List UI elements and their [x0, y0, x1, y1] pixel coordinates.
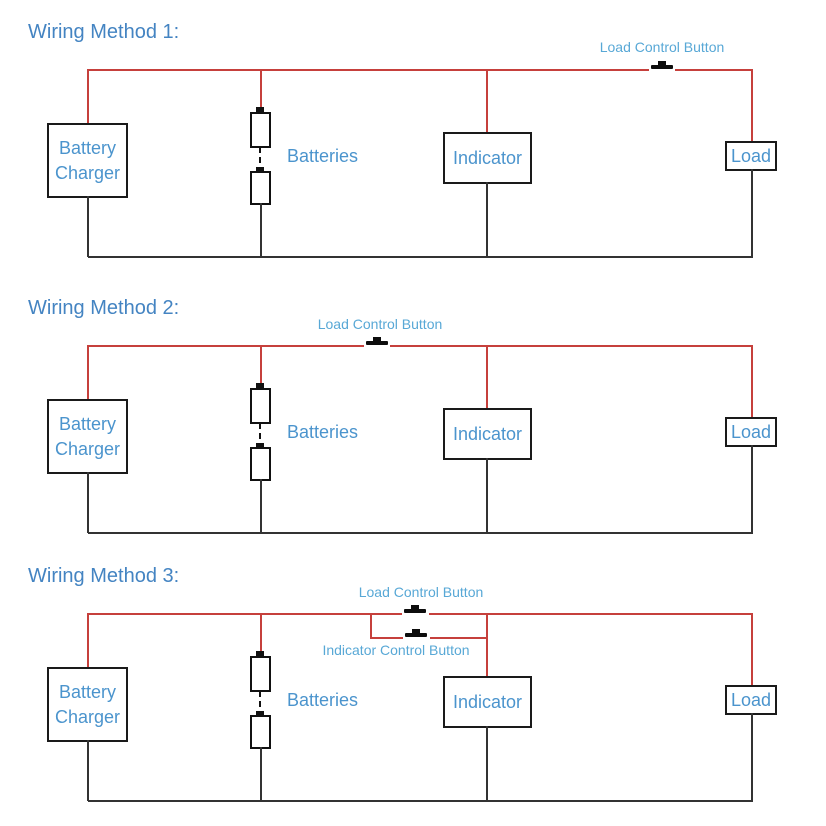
indicator-negative-wire [486, 726, 488, 801]
positive-wire-top-left-segment [88, 345, 364, 347]
load-negative-wire [751, 169, 753, 257]
load-label: Load [730, 421, 772, 442]
bypass-branch-right-segment [430, 637, 488, 639]
indicator-negative-wire [486, 458, 488, 533]
battery-cell-bottom [250, 715, 271, 749]
battery-dashed-connector [259, 423, 261, 449]
pushbutton-switch-icon [366, 341, 388, 345]
load-control-button-label: Load Control Button [599, 39, 725, 55]
battery-charger-positive-wire [87, 613, 89, 667]
load-positive-wire [751, 69, 753, 142]
batteries-label: Batteries [287, 422, 359, 442]
pushbutton-actuator-icon [658, 61, 666, 65]
section-title: Wiring Method 1: [28, 21, 180, 43]
pushbutton-actuator-icon [412, 629, 420, 633]
battery-terminal-nub [256, 711, 264, 716]
load-negative-wire [751, 713, 753, 801]
battery-charger-label-line1: Battery [58, 137, 117, 158]
indicator-box: Indicator [443, 676, 532, 728]
positive-wire-top-right-segment [675, 69, 753, 71]
battery-dashed-connector [259, 691, 261, 717]
battery-charger-box: Battery Charger [47, 667, 128, 742]
pushbutton-switch-icon [651, 65, 673, 69]
battery-charger-label-line2: Charger [54, 162, 121, 183]
load-box: Load [725, 141, 777, 171]
indicator-positive-wire [486, 345, 488, 408]
battery-charger-label-line1: Battery [58, 413, 117, 434]
load-negative-wire [751, 445, 753, 533]
battery-cell-bottom [250, 171, 271, 205]
batteries-label: Batteries [287, 690, 359, 710]
section-title: Wiring Method 3: [28, 565, 180, 587]
positive-wire-top-left-segment [88, 613, 402, 615]
wiring-method-1-section: Wiring Method 1: Load Control Button Bat… [0, 0, 826, 276]
bypass-branch-left-segment [370, 637, 403, 639]
battery-cell-top [250, 388, 271, 424]
section-title: Wiring Method 2: [28, 297, 180, 319]
positive-wire-top-right-segment [390, 345, 753, 347]
battery-charger-label-line2: Charger [54, 438, 121, 459]
batteries-negative-wire [260, 747, 262, 801]
indicator-positive-wire [486, 613, 488, 676]
battery-cell-top [250, 656, 271, 692]
load-label: Load [730, 145, 772, 166]
bypass-branch-left-wire [370, 613, 372, 639]
battery-terminal-nub [256, 443, 264, 448]
battery-charger-negative-wire [87, 740, 89, 801]
battery-terminal-nub [256, 107, 264, 112]
positive-wire-top-left-segment [88, 69, 649, 71]
battery-charger-positive-wire [87, 69, 89, 123]
batteries-negative-wire [260, 479, 262, 533]
indicator-label: Indicator [452, 423, 523, 444]
indicator-label: Indicator [452, 691, 523, 712]
battery-charger-negative-wire [87, 196, 89, 257]
battery-charger-positive-wire [87, 345, 89, 399]
battery-cell-top [250, 112, 271, 148]
battery-charger-box: Battery Charger [47, 399, 128, 474]
batteries-positive-wire [260, 345, 262, 383]
load-positive-wire [751, 613, 753, 686]
battery-charger-negative-wire [87, 472, 89, 533]
batteries-positive-wire [260, 613, 262, 651]
indicator-box: Indicator [443, 132, 532, 184]
batteries-label: Batteries [287, 146, 359, 166]
load-positive-wire [751, 345, 753, 418]
positive-wire-top-right-segment [429, 613, 753, 615]
battery-terminal-nub [256, 167, 264, 172]
load-label: Load [730, 689, 772, 710]
batteries-positive-wire [260, 69, 262, 107]
battery-cell-bottom [250, 447, 271, 481]
pushbutton-switch-icon [405, 633, 427, 637]
wiring-method-2-section: Wiring Method 2: Load Control Button Bat… [0, 276, 826, 544]
indicator-box: Indicator [443, 408, 532, 460]
negative-return-wire [88, 532, 753, 534]
battery-terminal-nub [256, 383, 264, 388]
battery-charger-label-line2: Charger [54, 706, 121, 727]
wiring-method-3-section: Wiring Method 3: Load Control Button Ind… [0, 544, 826, 826]
load-box: Load [725, 685, 777, 715]
load-control-button-label: Load Control Button [317, 316, 443, 332]
negative-return-wire [88, 256, 753, 258]
load-box: Load [725, 417, 777, 447]
battery-charger-label-line1: Battery [58, 681, 117, 702]
indicator-control-button-label: Indicator Control Button [322, 642, 470, 658]
pushbutton-actuator-icon [411, 605, 419, 609]
battery-dashed-connector [259, 147, 261, 173]
pushbutton-actuator-icon [373, 337, 381, 341]
pushbutton-switch-icon [404, 609, 426, 613]
negative-return-wire [88, 800, 753, 802]
indicator-negative-wire [486, 182, 488, 257]
indicator-positive-wire [486, 69, 488, 132]
load-control-button-label: Load Control Button [358, 584, 484, 600]
battery-terminal-nub [256, 651, 264, 656]
battery-charger-box: Battery Charger [47, 123, 128, 198]
batteries-negative-wire [260, 203, 262, 257]
indicator-label: Indicator [452, 147, 523, 168]
